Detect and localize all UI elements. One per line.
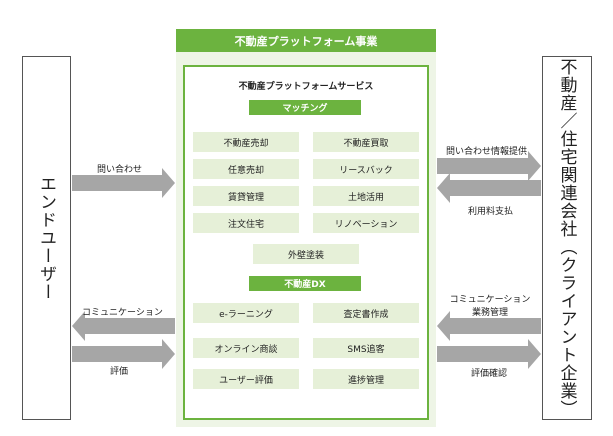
right-communication-label: コミュニケーション 業務管理 (440, 292, 540, 318)
matching-item: リノベーション (313, 213, 419, 233)
arrow-right-inquiry-info (437, 151, 541, 181)
right-communication-line1: コミュニケーション (449, 295, 531, 305)
dx-item: e-ラーニング (193, 303, 299, 323)
matching-item: リースバック (313, 159, 419, 179)
matching-item: 不動産売却 (193, 132, 299, 152)
client-company-label: 不動産／住宅関連会社（クライアント企業） (556, 58, 577, 418)
dx-title: 不動産DX (284, 280, 326, 290)
dx-item: オンライン商談 (193, 338, 299, 358)
matching-item: 不動産買取 (313, 132, 419, 152)
arrow-right-usage-fee (437, 173, 541, 203)
right-communication-line2: 業務管理 (471, 308, 508, 318)
dx-header: 不動産DX (249, 276, 361, 291)
end-user-box: エンドユーザー (22, 56, 71, 420)
arrow-left-review (72, 339, 175, 369)
arrow-right-communication (437, 311, 541, 341)
matching-item: 土地活用 (313, 186, 419, 206)
platform-business-header: 不動産プラットフォーム事業 (176, 29, 436, 52)
matching-item: 賃貸管理 (193, 186, 299, 206)
left-review-label: 評価 (110, 367, 129, 377)
matching-item: 任意売却 (193, 159, 299, 179)
platform-service-box (183, 65, 429, 420)
right-usage-fee-label: 利用料支払 (468, 207, 514, 217)
right-review-check-label: 評価確認 (471, 369, 508, 379)
left-communication-label: コミュニケーション (82, 308, 163, 318)
platform-service-title: 不動産プラットフォームサービス (238, 82, 374, 92)
right-inquiry-info-label: 問い合わせ情報提供 (446, 147, 528, 157)
client-company-box: 不動産／住宅関連会社（クライアント企業） (542, 56, 592, 420)
arrow-right-review-check (437, 339, 541, 369)
matching-item: 注文住宅 (193, 213, 299, 233)
matching-item: 外壁塗装 (253, 244, 359, 264)
dx-item: SMS追客 (313, 338, 419, 358)
arrow-left-inquiry (72, 168, 175, 198)
arrow-left-communication (72, 311, 175, 341)
platform-business-title: 不動産プラットフォーム事業 (234, 34, 378, 48)
end-user-label: エンドユーザー (36, 175, 56, 301)
dx-item: 進捗管理 (313, 369, 419, 389)
dx-item: 査定書作成 (313, 303, 419, 323)
matching-header: マッチング (249, 100, 361, 115)
dx-item: ユーザー評価 (193, 369, 299, 389)
matching-title: マッチング (282, 104, 328, 114)
left-inquiry-label: 問い合わせ (97, 165, 143, 175)
